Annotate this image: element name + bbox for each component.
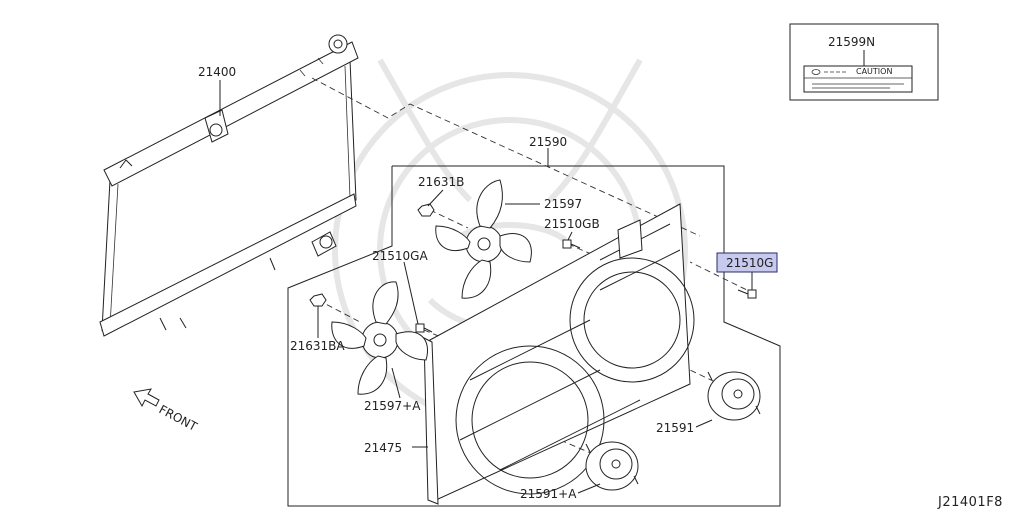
fan-blade-lower[interactable]: [331, 281, 428, 395]
callout-21400[interactable]: 21400: [198, 65, 236, 79]
nut-21631b[interactable]: [417, 203, 435, 217]
callout-leaders: [219, 80, 753, 494]
callout-21599n[interactable]: 21599N: [828, 35, 875, 49]
callout-21631b[interactable]: 21631B: [418, 175, 464, 189]
caution-label-box: [789, 23, 939, 101]
fan-motor[interactable]: [707, 371, 761, 421]
callout-21597a[interactable]: 21597+A: [364, 399, 421, 413]
bolt-21510gb[interactable]: [562, 239, 581, 249]
radiator[interactable]: [99, 34, 359, 337]
callout-21591a[interactable]: 21591+A: [520, 487, 577, 501]
front-arrow-icon: [133, 388, 160, 408]
bolt-21510g[interactable]: [737, 289, 757, 299]
callout-21510gb[interactable]: 21510GB: [544, 217, 600, 231]
callout-21510g[interactable]: 21510G: [726, 256, 773, 270]
fan-assembly-boxes: [287, 165, 781, 507]
callout-21597[interactable]: 21597: [544, 197, 582, 211]
callout-21590[interactable]: 21590: [529, 135, 567, 149]
front-label: FRONT: [157, 402, 200, 434]
callout-21510ga[interactable]: 21510GA: [372, 249, 428, 263]
fan-motor-a[interactable]: [585, 441, 639, 491]
callout-21591[interactable]: 21591: [656, 421, 694, 435]
diagram-id: J21401F8: [937, 495, 1003, 510]
nut-21631ba[interactable]: [309, 293, 327, 307]
callout-21475[interactable]: 21475: [364, 441, 402, 455]
fan-blade-upper[interactable]: [435, 179, 532, 299]
caution-label-text: CAUTION: [856, 67, 892, 76]
callout-21631ba[interactable]: 21631BA: [290, 339, 345, 353]
callout-21510g-highlight: [716, 252, 778, 273]
bolt-21510ga[interactable]: [415, 323, 433, 333]
fan-shroud[interactable]: [423, 203, 695, 505]
